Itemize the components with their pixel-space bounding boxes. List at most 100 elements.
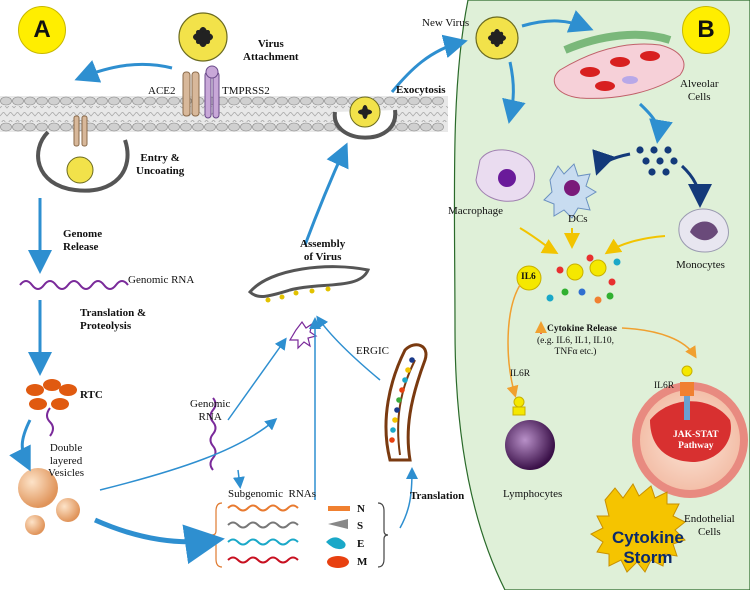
membrane-bead: [48, 122, 60, 132]
membrane-bead: [132, 96, 144, 106]
ace2-receptor: [182, 71, 200, 117]
membrane-bead: [144, 96, 156, 106]
macrophage-graphic: [475, 149, 536, 202]
label-translation-proteolysis: Translation & Proteolysis: [80, 307, 147, 332]
rtc-graphic: [26, 379, 77, 437]
label-cytokine-release: Cytokine Release: [547, 324, 617, 334]
membrane-bead: [192, 122, 204, 132]
membrane-bead: [84, 96, 96, 106]
membrane-bead: [12, 96, 24, 106]
entry-endosome: [36, 115, 130, 193]
ergic-structure: [384, 343, 428, 462]
membrane-bead: [300, 96, 312, 106]
label-monocytes: Monocytes: [676, 259, 725, 271]
membrane-bead: [96, 122, 108, 132]
double-layered-vesicles: [18, 468, 80, 535]
label-macrophage: Macrophage: [448, 205, 503, 217]
membrane-bead: [396, 122, 408, 132]
membrane-bead: [144, 122, 156, 132]
membrane-bead: [276, 122, 288, 132]
membrane-bead: [252, 122, 264, 132]
membrane-bead: [288, 96, 300, 106]
label-tmprss2: TMPRSS2: [222, 85, 270, 97]
label-jak-stat: JAK-STAT Pathway: [673, 430, 719, 451]
membrane-bead: [432, 96, 444, 106]
membrane-bead: [228, 122, 240, 132]
cytokine-storm-burst: [590, 483, 686, 573]
alveolar-cells-graphic: [553, 30, 685, 99]
n-protein-icon: [328, 506, 350, 511]
protein-icons: [326, 502, 389, 568]
label-ace2: ACE2: [148, 85, 176, 97]
label-genomic-rna-2: Genomic RNA: [190, 398, 231, 423]
cytokine-cluster: [516, 254, 621, 304]
flow-arrows: [9, 10, 673, 565]
protein-label-n: N: [357, 503, 365, 515]
membrane-bead: [36, 122, 48, 132]
membrane-bead: [240, 96, 252, 106]
membrane-bead: [0, 96, 12, 106]
label-exocytosis: Exocytosis: [396, 84, 446, 96]
label-alveolar-cells: Alveolar Cells: [680, 78, 719, 103]
label-il6r-right: IL6R: [654, 381, 675, 391]
membrane-bead: [108, 122, 120, 132]
protein-label-s: S: [357, 520, 364, 532]
membrane-bead: [24, 122, 36, 132]
m-protein-icon: [327, 556, 349, 568]
membrane-bead: [168, 96, 180, 106]
membrane-bead: [312, 96, 324, 106]
label-new-virus: New Virus: [422, 17, 470, 29]
membrane-bead: [24, 96, 36, 106]
label-il6: IL6: [521, 272, 536, 282]
label-genomic-rna: Genomic RNA: [128, 274, 195, 286]
label-genome-release: Genome Release: [63, 228, 103, 253]
new-virus-graphic: [475, 16, 519, 60]
label-lymphocytes: Lymphocytes: [503, 488, 563, 500]
membrane-bead: [408, 122, 420, 132]
membrane-bead: [120, 96, 132, 106]
membrane-bead: [264, 122, 276, 132]
label-assembly: Assembly of Virus: [300, 238, 346, 263]
membrane-bead: [396, 96, 408, 106]
membrane-bead: [48, 96, 60, 106]
membrane-bead: [312, 122, 324, 132]
tmprss2-receptor: [204, 65, 220, 119]
label-rtc: RTC: [80, 389, 103, 401]
membrane-bead: [0, 122, 12, 132]
membrane-bead: [36, 96, 48, 106]
lymphocyte-graphic: [505, 420, 555, 470]
label-cytokine-storm: Cytokine Storm: [612, 528, 684, 567]
label-entry: Entry & Uncoating: [136, 152, 185, 177]
membrane-bead: [300, 122, 312, 132]
membrane-bead: [204, 122, 216, 132]
label-ergic: ERGIC: [356, 345, 389, 357]
label-endothelial-cells: Endothelial Cells: [684, 513, 735, 538]
label-vesicles: Double layered Vesicles: [48, 442, 85, 480]
panel-a-badge: A: [18, 6, 66, 54]
membrane-bead: [60, 122, 72, 132]
membrane-bead: [156, 96, 168, 106]
membrane-bead: [324, 122, 336, 132]
membrane-bead: [228, 96, 240, 106]
dendritic-cell-graphic: [543, 163, 597, 219]
il6r-left-receptor: [512, 396, 526, 416]
membrane-bead: [288, 122, 300, 132]
membrane-bead: [324, 96, 336, 106]
membrane-bead: [132, 122, 144, 132]
membrane-bead: [240, 122, 252, 132]
membrane-bead: [408, 96, 420, 106]
label-translation: Translation: [410, 490, 465, 502]
membrane-bead: [432, 122, 444, 132]
monocyte-graphic: [678, 208, 729, 253]
membrane-bead: [72, 96, 84, 106]
membrane-bead: [264, 96, 276, 106]
membrane-bead: [384, 96, 396, 106]
label-dcs: DCs: [568, 213, 588, 225]
exocytosis-vesicle: [332, 96, 398, 140]
subgenomic-rnas: [211, 502, 299, 568]
membrane-bead: [108, 96, 120, 106]
label-cytokine-examples: (e.g. IL6, IL1, IL10, TNFα etc.): [537, 336, 615, 357]
label-virus-attachment: Virus Attachment: [243, 38, 299, 63]
membrane-bead: [420, 122, 432, 132]
membrane-bead: [420, 96, 432, 106]
